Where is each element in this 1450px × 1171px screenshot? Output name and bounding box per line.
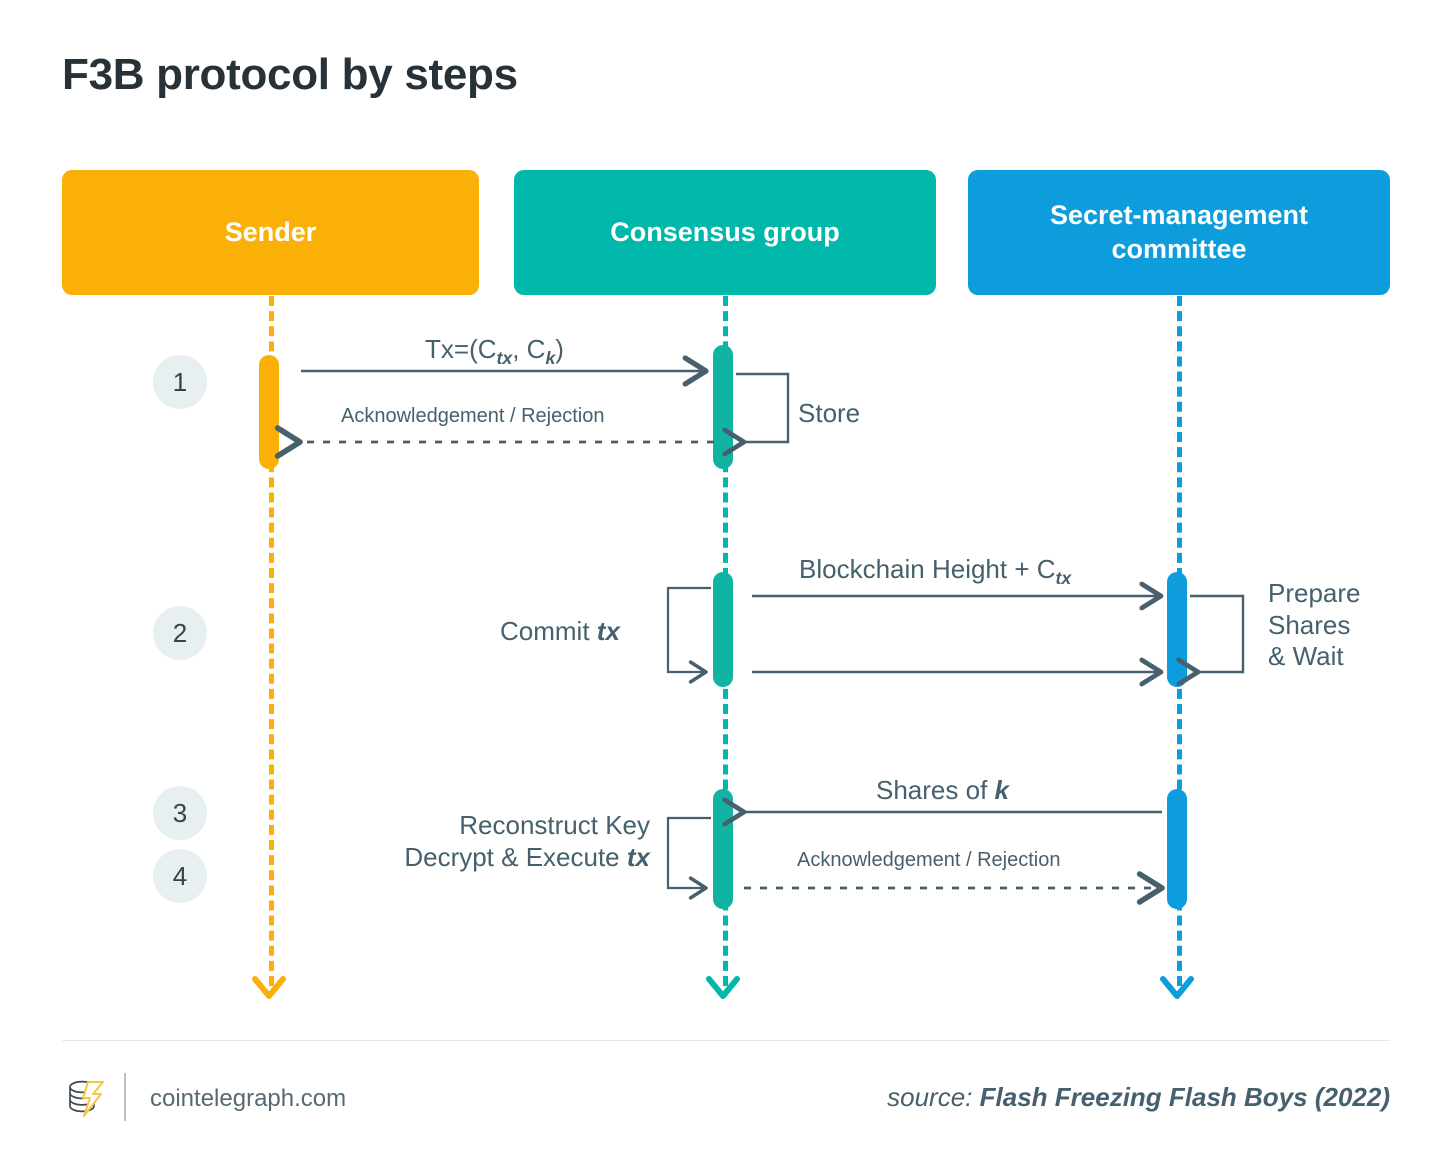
activation-bar-smc-step34 bbox=[1167, 789, 1187, 909]
prepare-line-3: & Wait bbox=[1268, 641, 1344, 672]
footer-site-label: cointelegraph.com bbox=[150, 1085, 347, 1112]
footer-separator bbox=[124, 1073, 126, 1121]
reconstruct-italic-tx: tx bbox=[626, 841, 650, 872]
reconstruct-line-1: Reconstruct Key bbox=[459, 810, 650, 840]
message-label-acknowledgement-2: Acknowledgement / Rejection bbox=[797, 849, 1061, 871]
actor-header-secret-management-committee: Secret-management committee bbox=[968, 170, 1390, 295]
actor-header-consensus: Consensus group bbox=[514, 170, 936, 295]
actor-header-sender: Sender bbox=[62, 170, 479, 295]
message-label-shares-of-k: Shares of k bbox=[876, 775, 1009, 806]
message-label-tx: Tx=(Ctx, Ck) bbox=[425, 334, 564, 369]
shares-prefix: Shares of bbox=[876, 775, 995, 805]
activation-bar-consensus-step34 bbox=[713, 789, 733, 909]
activation-bar-smc-step2 bbox=[1167, 572, 1187, 687]
cointelegraph-logo-icon bbox=[69, 1080, 104, 1117]
blockchain-height-subscript: tx bbox=[1055, 568, 1072, 589]
page-title: F3B protocol by steps bbox=[62, 50, 518, 99]
message-label-reconstruct-decrypt: Reconstruct Key Decrypt & Execute tx bbox=[370, 810, 650, 873]
footer-source-title: Flash Freezing Flash Boys (2022) bbox=[979, 1082, 1390, 1112]
step-badge-1: 1 bbox=[153, 355, 207, 409]
shares-italic-k: k bbox=[994, 775, 1009, 805]
reconstruct-line-2-prefix: Decrypt & Execute bbox=[404, 841, 627, 872]
message-label-blockchain-height: Blockchain Height + Ctx bbox=[799, 554, 1071, 589]
footer-divider bbox=[62, 1040, 1390, 1041]
reconstruct-line-2: Decrypt & Execute tx bbox=[370, 842, 650, 874]
activation-bar-sender-step1 bbox=[259, 355, 279, 469]
tx-suffix: ) bbox=[555, 334, 564, 364]
commit-italic-tx: tx bbox=[596, 616, 620, 646]
step-badge-4: 4 bbox=[153, 849, 207, 903]
lifeline-end-arrow-secret-management-committee bbox=[1160, 976, 1194, 999]
lifeline-end-arrow-sender bbox=[252, 976, 286, 999]
tx-subscript-tx: tx bbox=[496, 348, 513, 369]
footer-source-prefix: source: bbox=[887, 1082, 980, 1112]
activation-bar-consensus-step1 bbox=[713, 345, 733, 469]
prepare-line-2: Shares bbox=[1268, 609, 1351, 640]
tx-prefix: Tx=(C bbox=[425, 334, 497, 364]
step-badge-3: 3 bbox=[153, 786, 207, 840]
lifeline-end-arrow-consensus bbox=[706, 976, 740, 999]
tx-subscript-k: k bbox=[545, 348, 556, 369]
message-label-commit-tx: Commit tx bbox=[500, 616, 620, 647]
step-badge-2: 2 bbox=[153, 606, 207, 660]
blockchain-height-prefix: Blockchain Height + C bbox=[799, 554, 1056, 584]
message-label-prepare-shares-wait: Prepare Shares & Wait bbox=[1268, 578, 1398, 673]
commit-prefix: Commit bbox=[500, 616, 597, 646]
message-label-acknowledgement-1: Acknowledgement / Rejection bbox=[341, 405, 605, 427]
prepare-line-1: Prepare bbox=[1268, 578, 1361, 608]
tx-mid: , C bbox=[512, 334, 546, 364]
footer-source: source: Flash Freezing Flash Boys (2022) bbox=[887, 1082, 1390, 1113]
activation-bar-consensus-step2 bbox=[713, 572, 733, 687]
lifeline-sender bbox=[269, 296, 274, 986]
message-label-store: Store bbox=[798, 398, 861, 428]
